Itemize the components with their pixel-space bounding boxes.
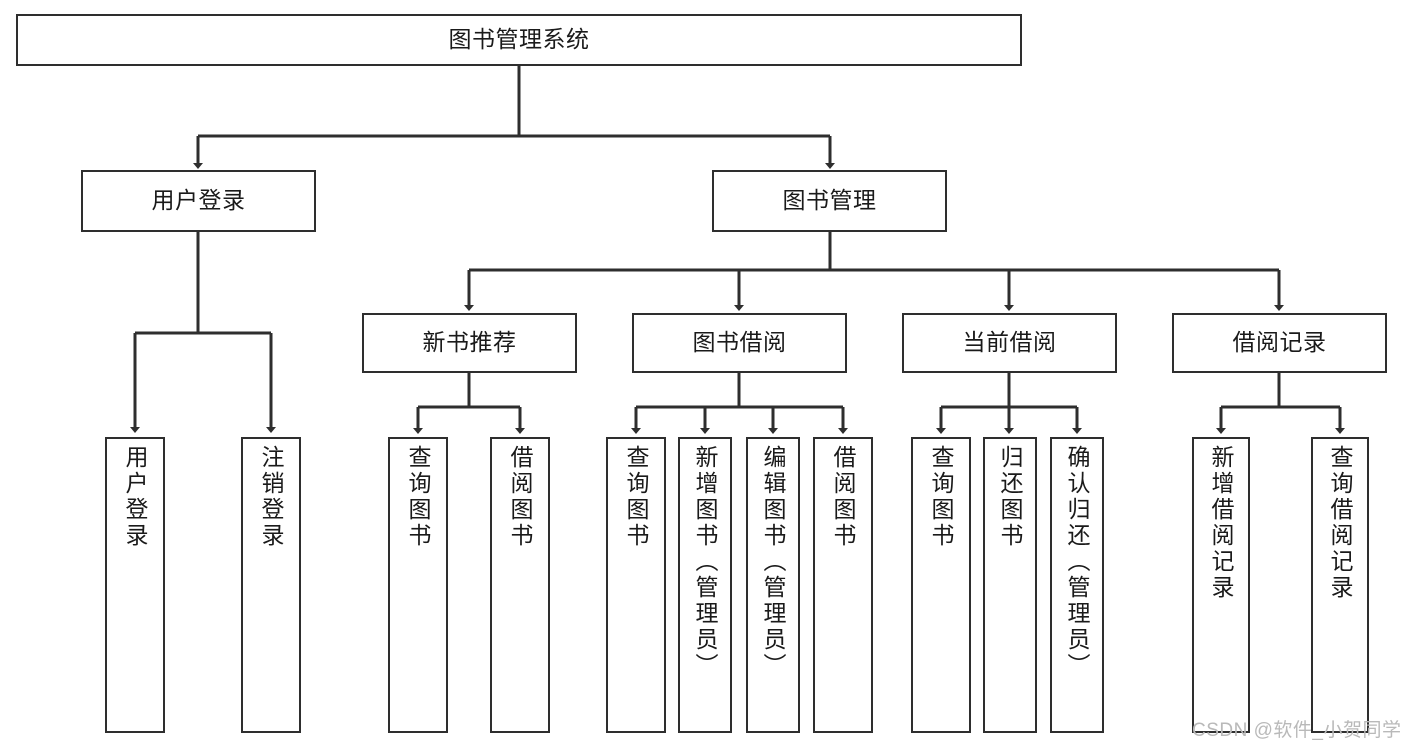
node-leaf-query-book-borrow[interactable]: 查询图书 <box>606 437 666 733</box>
node-leaf-add-borrow-record[interactable]: 新增借阅记录 <box>1192 437 1250 733</box>
node-book-borrow-label: 图书借阅 <box>692 329 787 356</box>
node-leaf-query-book-borrow-label: 查询图书 <box>623 445 650 549</box>
node-leaf-add-book[interactable]: 新增图书（管理员） <box>678 437 732 733</box>
node-book-manage-label: 图书管理 <box>782 187 877 214</box>
node-leaf-confirm-return-label: 确认归还（管理员） <box>1064 445 1091 679</box>
node-leaf-query-book-rec-label: 查询图书 <box>405 445 432 549</box>
node-leaf-borrow-book-rec[interactable]: 借阅图书 <box>490 437 550 733</box>
node-leaf-query-borrow-record[interactable]: 查询借阅记录 <box>1311 437 1369 733</box>
watermark-text: CSDN @软件_小贺同学 <box>1192 720 1402 741</box>
node-user-login[interactable]: 用户登录 <box>81 170 316 232</box>
node-root-label: 图书管理系统 <box>448 26 590 53</box>
node-leaf-return-book[interactable]: 归还图书 <box>983 437 1037 733</box>
node-leaf-add-book-label: 新增图书（管理员） <box>692 445 719 679</box>
node-root[interactable]: 图书管理系统 <box>16 14 1022 66</box>
node-current-borrow[interactable]: 当前借阅 <box>902 313 1117 373</box>
node-borrow-record-label: 借阅记录 <box>1232 329 1327 356</box>
node-leaf-query-book-current-label: 查询图书 <box>928 445 955 549</box>
node-current-borrow-label: 当前借阅 <box>962 329 1057 356</box>
node-leaf-query-book-rec[interactable]: 查询图书 <box>388 437 448 733</box>
node-leaf-borrow-book-rec-label: 借阅图书 <box>507 445 534 549</box>
node-user-login-label: 用户登录 <box>151 187 246 214</box>
node-leaf-query-book-current[interactable]: 查询图书 <box>911 437 971 733</box>
node-borrow-record[interactable]: 借阅记录 <box>1172 313 1387 373</box>
node-book-manage[interactable]: 图书管理 <box>712 170 947 232</box>
node-leaf-confirm-return[interactable]: 确认归还（管理员） <box>1050 437 1104 733</box>
node-leaf-borrow-book-label: 借阅图书 <box>830 445 857 549</box>
node-leaf-add-borrow-record-label: 新增借阅记录 <box>1208 445 1235 601</box>
node-leaf-edit-book[interactable]: 编辑图书（管理员） <box>746 437 800 733</box>
node-leaf-user-login[interactable]: 用户登录 <box>105 437 165 733</box>
node-leaf-user-login-label: 用户登录 <box>122 445 149 549</box>
node-leaf-query-borrow-record-label: 查询借阅记录 <box>1327 445 1354 601</box>
node-leaf-logout-label: 注销登录 <box>258 445 285 549</box>
node-leaf-logout[interactable]: 注销登录 <box>241 437 301 733</box>
node-leaf-edit-book-label: 编辑图书（管理员） <box>760 445 787 679</box>
node-new-book-rec[interactable]: 新书推荐 <box>362 313 577 373</box>
node-book-borrow[interactable]: 图书借阅 <box>632 313 847 373</box>
node-leaf-borrow-book[interactable]: 借阅图书 <box>813 437 873 733</box>
node-new-book-rec-label: 新书推荐 <box>422 329 517 356</box>
node-leaf-return-book-label: 归还图书 <box>997 445 1024 549</box>
